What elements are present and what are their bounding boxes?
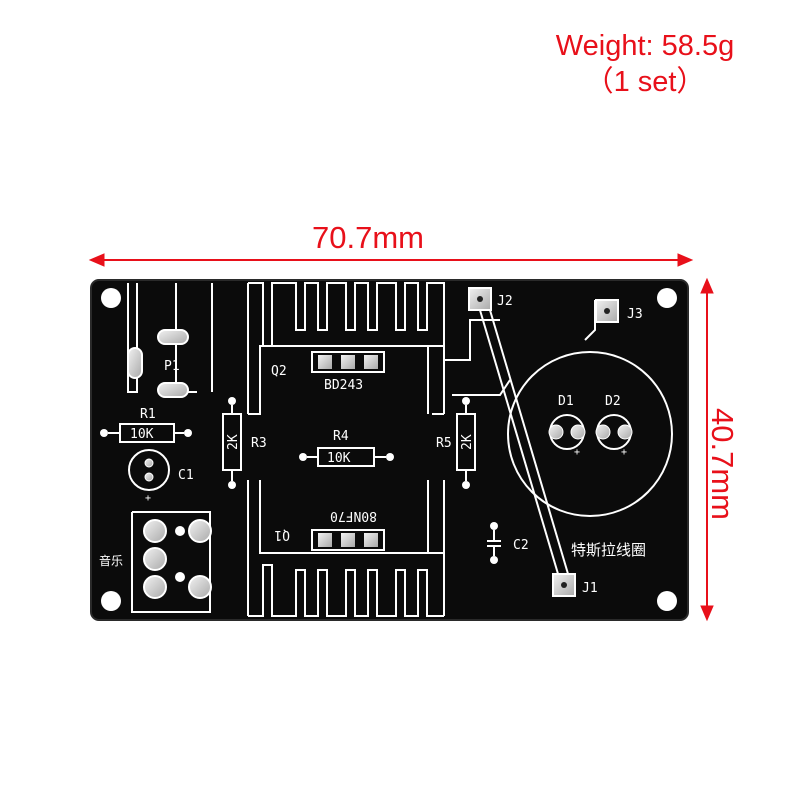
c2-label: C2 — [513, 538, 529, 553]
d2-plus-label: + — [621, 447, 627, 458]
j3-label: J3 — [627, 307, 643, 322]
d2-led — [595, 414, 633, 450]
q2-label: Q2 — [271, 364, 287, 379]
p1-pads — [127, 329, 189, 398]
silkscreen-traces — [127, 282, 673, 617]
q1-part-label: 80NF70 — [330, 508, 377, 523]
r5-value-label: 2K — [460, 434, 475, 450]
weight-annotation: Weight: 58.5g （1 set） — [500, 28, 790, 100]
r3-label: R3 — [251, 436, 267, 451]
q2-transistor-pads — [311, 351, 385, 373]
r1-label: R1 — [140, 407, 156, 422]
d1-label: D1 — [558, 394, 574, 409]
tesla-coil-label: 特斯拉线圈 — [571, 541, 646, 559]
c2-pads — [490, 522, 498, 564]
r4-resistor — [299, 447, 394, 467]
weight-text: Weight: 58.5g — [555, 30, 735, 62]
q2-part-label: BD243 — [324, 378, 363, 393]
c1-plus-label: + — [145, 493, 151, 504]
r4-label: R4 — [333, 429, 349, 444]
j-pad-holes — [477, 296, 610, 588]
c1-capacitor — [128, 449, 170, 491]
p1-label: P1 — [164, 359, 180, 374]
height-dimension-arrow — [700, 277, 714, 622]
r3-value-label: 2K — [226, 434, 241, 450]
d1-plus-label: + — [574, 447, 580, 458]
pcb-board — [91, 280, 688, 620]
r3-resistor — [222, 397, 242, 489]
r5-resistor — [456, 397, 476, 489]
music-jack-holes — [175, 526, 185, 582]
q1-transistor-pads — [311, 529, 385, 551]
music-label: 音乐 — [99, 553, 123, 568]
r4-value-label: 10K — [327, 451, 351, 466]
music-jack-pads — [143, 519, 212, 599]
r1-value-label: 10K — [130, 427, 154, 442]
d1-led — [548, 414, 586, 450]
set-count-text: （1 set） — [584, 66, 706, 98]
r1-resistor — [100, 423, 192, 443]
mounting-holes — [101, 288, 677, 611]
width-dimension-label: 70.7mm — [312, 220, 424, 255]
width-dimension-arrow — [88, 253, 694, 267]
r5-label: R5 — [436, 436, 452, 451]
q1-label: Q1 — [274, 527, 290, 542]
j2-label: J2 — [497, 294, 513, 309]
c1-label: C1 — [178, 468, 194, 483]
d2-label: D2 — [605, 394, 621, 409]
j1-label: J1 — [582, 581, 598, 596]
